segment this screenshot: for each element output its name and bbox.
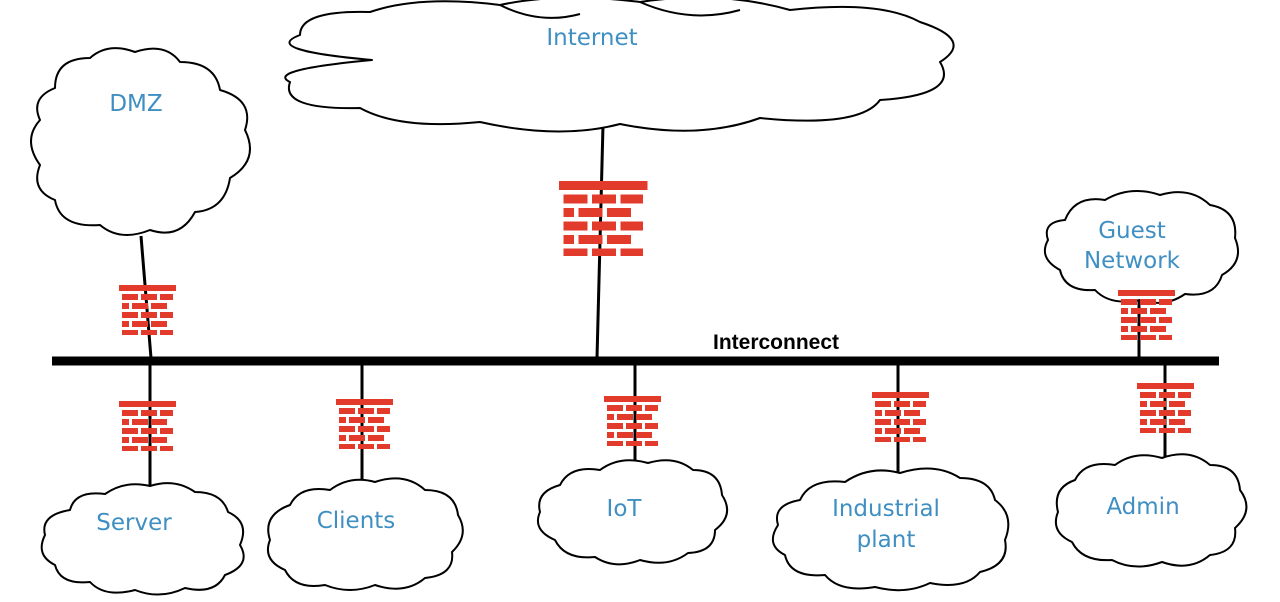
firewall-industrial-plant bbox=[872, 392, 929, 442]
cloud-server: Server bbox=[40, 482, 245, 596]
zone-label-iot: IoT bbox=[607, 496, 643, 522]
firewall-brick-wall-icon bbox=[1137, 383, 1194, 433]
connector-lines bbox=[139, 124, 1167, 487]
firewall-brick-wall-icon bbox=[1118, 290, 1175, 340]
cloud-icon bbox=[771, 467, 1010, 592]
cloud-icon bbox=[284, 0, 955, 133]
cloud-icon bbox=[1054, 453, 1248, 568]
interconnect-label: Interconnect bbox=[713, 331, 839, 354]
firewall-brick-wall-icon bbox=[872, 392, 929, 442]
cloud-admin: Admin bbox=[1054, 453, 1248, 568]
cloud-icon bbox=[266, 477, 464, 591]
cloud-dmz: DMZ bbox=[30, 47, 251, 236]
cloud-industrial-plant: Industrial plant bbox=[771, 467, 1010, 592]
firewall-brick-wall-icon bbox=[119, 285, 176, 335]
firewall-brick-wall-icon bbox=[604, 396, 661, 446]
firewall-dmz bbox=[119, 285, 176, 335]
cloud-icon bbox=[1044, 190, 1239, 304]
cloud-icon bbox=[536, 459, 729, 566]
zone-label-clients: Clients bbox=[317, 508, 396, 534]
firewall-clients bbox=[336, 399, 393, 449]
cloud-icon bbox=[40, 482, 245, 596]
cloud-iot: IoT bbox=[536, 459, 729, 566]
cloud-icon bbox=[30, 47, 251, 236]
zone-label-industrial-line1: Industrial bbox=[832, 496, 940, 522]
zone-label-dmz: DMZ bbox=[109, 91, 162, 117]
zone-label-industrial-line2: plant bbox=[857, 527, 916, 553]
cloud-internet: Internet bbox=[284, 0, 955, 133]
zone-label-server: Server bbox=[96, 510, 172, 536]
firewall-admin bbox=[1137, 383, 1194, 433]
cloud-guest-network: Guest Network bbox=[1044, 190, 1239, 304]
firewall-guest-network bbox=[1118, 290, 1175, 340]
firewall-brick-wall-icon bbox=[119, 401, 176, 451]
firewall-server bbox=[119, 401, 176, 451]
zone-label-guest-line1: Guest bbox=[1098, 218, 1166, 244]
firewall-iot bbox=[604, 396, 661, 446]
cloud-clients: Clients bbox=[266, 477, 464, 591]
firewall-brick-wall-icon bbox=[559, 181, 648, 256]
zone-label-guest-line2: Network bbox=[1084, 248, 1181, 274]
zone-label-admin: Admin bbox=[1106, 494, 1179, 520]
firewall-brick-wall-icon bbox=[336, 399, 393, 449]
firewall-internet bbox=[559, 181, 648, 256]
zone-label-internet: Internet bbox=[546, 25, 637, 51]
